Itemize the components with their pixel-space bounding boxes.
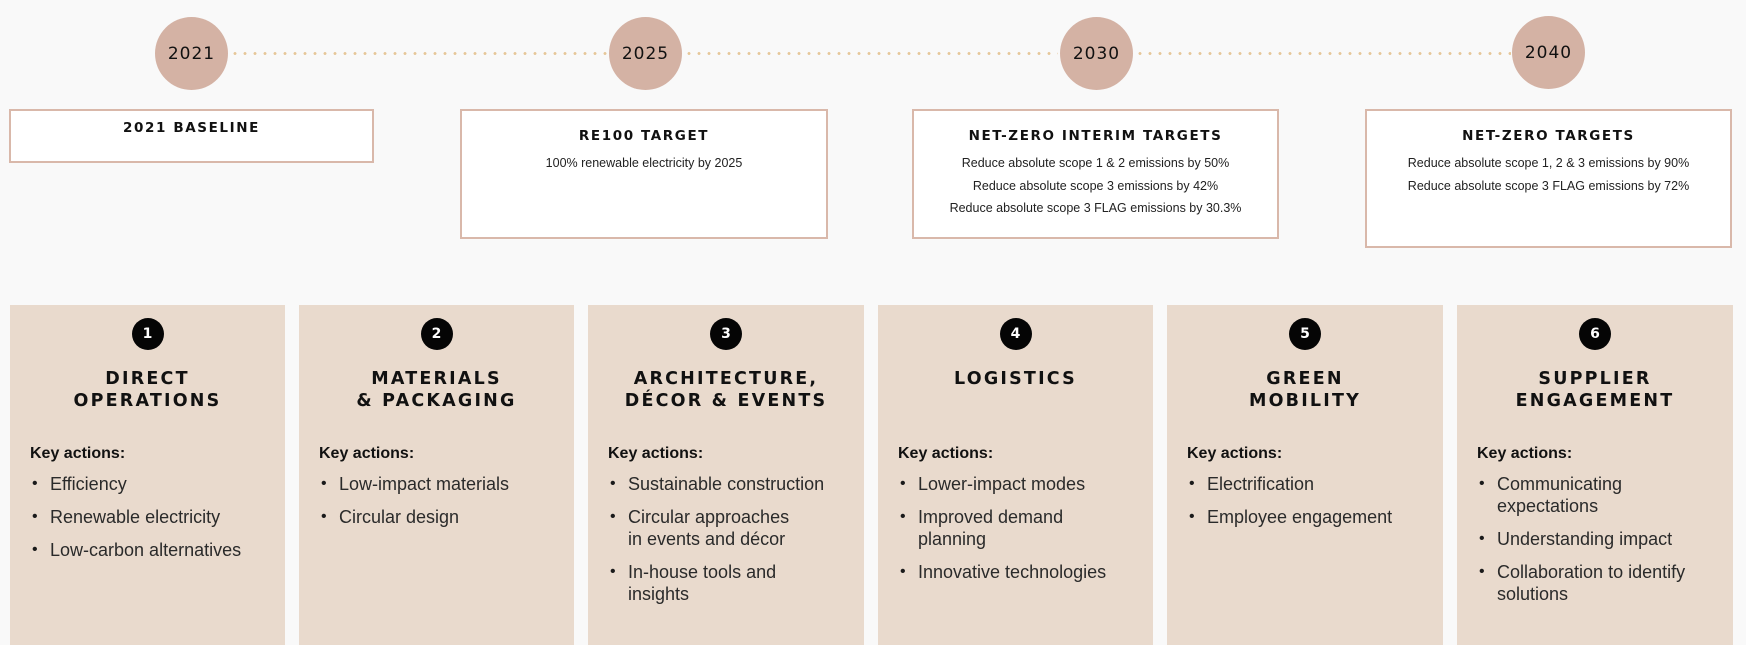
- key-actions-label: Key actions:: [608, 445, 704, 462]
- timeline-connector: [1135, 52, 1511, 55]
- key-actions-label: Key actions:: [1477, 445, 1573, 462]
- timeline-connector: [230, 52, 608, 55]
- target-title: NET-ZERO INTERIM TARGETS: [968, 128, 1223, 144]
- target-line: Reduce absolute scope 3 FLAG emissions b…: [949, 201, 1242, 215]
- pillar-title-line: ENGAGEMENT: [1515, 391, 1675, 411]
- list-item: •Employee engagement: [1189, 507, 1393, 527]
- year-marker-2025: 2025: [609, 17, 682, 90]
- pillar-title: DIRECT OPERATIONS: [10, 368, 285, 412]
- number-badge: 5: [1289, 318, 1321, 350]
- key-actions-label: Key actions:: [319, 445, 415, 462]
- bullet-icon: •: [900, 563, 906, 580]
- target-line: 100% renewable electricity by 2025: [545, 156, 743, 170]
- pillar-card-logistics: 4 LOGISTICS Key actions: •Lower-impact m…: [878, 305, 1153, 645]
- pillar-title-line: OPERATIONS: [73, 391, 222, 411]
- key-actions-list: •Efficiency •Renewable electricity •Low-…: [30, 473, 275, 572]
- pillar-title-line: MATERIALS: [371, 369, 502, 389]
- target-box-2040: NET-ZERO TARGETS Reduce absolute scope 1…: [1365, 109, 1732, 248]
- year-marker-2030: 2030: [1060, 17, 1133, 90]
- target-box-2025: RE100 TARGET 100% renewable electricity …: [460, 109, 828, 239]
- list-item: •Sustainable construction: [610, 474, 825, 494]
- list-item: •Electrification: [1189, 474, 1315, 494]
- pillar-card-direct-operations: 1 DIRECT OPERATIONS Key actions: •Effici…: [10, 305, 285, 645]
- number-badge: 2: [420, 318, 453, 350]
- list-item: •Low-carbon alternatives: [32, 540, 242, 560]
- list-item: •Efficiency: [32, 474, 127, 494]
- target-title: RE100 TARGET: [578, 128, 710, 144]
- target-line: Reduce absolute scope 1, 2 & 3 emissions…: [1407, 156, 1690, 170]
- year-marker-2021: 2021: [155, 17, 228, 90]
- target-box-2030: NET-ZERO INTERIM TARGETS Reduce absolute…: [912, 109, 1279, 239]
- year-marker-2040: 2040: [1512, 16, 1585, 89]
- list-item: •Circular design: [321, 507, 460, 527]
- bullet-icon: •: [321, 475, 327, 492]
- pillar-title-line: SUPPLIER: [1538, 369, 1652, 389]
- bullet-icon: •: [32, 508, 38, 525]
- pillar-title: SUPPLIER ENGAGEMENT: [1457, 368, 1733, 412]
- pillar-title-line: ARCHITECTURE,: [633, 369, 819, 389]
- number-badge: 6: [1579, 318, 1611, 350]
- bullet-icon: •: [321, 508, 327, 525]
- list-item: •Renewable electricity: [32, 507, 221, 527]
- number-badge: 3: [710, 318, 742, 350]
- list-item: •Low-impact materials: [321, 474, 510, 494]
- bullet-icon: •: [900, 508, 906, 525]
- key-actions-list: •Low-impact materials •Circular design: [319, 473, 564, 539]
- pillar-card-green-mobility: 5 GREEN MOBILITY Key actions: •Electrifi…: [1167, 305, 1443, 645]
- bullet-icon: •: [1189, 508, 1195, 525]
- key-actions-label: Key actions:: [30, 445, 126, 462]
- list-item: •Understanding impact: [1479, 529, 1673, 549]
- target-line: Reduce absolute scope 1 & 2 emissions by…: [961, 156, 1230, 170]
- target-title: 2021 BASELINE: [123, 120, 260, 136]
- target-title: NET-ZERO TARGETS: [1462, 128, 1635, 144]
- pillar-title: GREEN MOBILITY: [1167, 368, 1443, 412]
- key-actions-list: •Electrification •Employee engagement: [1187, 473, 1433, 539]
- number-badge: 4: [999, 318, 1032, 350]
- pillar-title-line: GREEN: [1266, 369, 1344, 389]
- pillar-title-line: DÉCOR & EVENTS: [624, 391, 828, 411]
- pillar-title-line: MOBILITY: [1248, 391, 1361, 411]
- bullet-icon: •: [1479, 475, 1485, 492]
- pillar-card-supplier-engagement: 6 SUPPLIER ENGAGEMENT Key actions: •Comm…: [1457, 305, 1733, 645]
- pillar-title: MATERIALS & PACKAGING: [299, 368, 574, 412]
- key-actions-list: •Sustainable construction •Circular appr…: [608, 473, 854, 616]
- key-actions-label: Key actions:: [898, 445, 994, 462]
- bullet-icon: •: [32, 541, 38, 558]
- pillar-title: LOGISTICS: [878, 368, 1153, 390]
- list-item: •Lower-impact modes: [900, 474, 1086, 494]
- key-actions-label: Key actions:: [1187, 445, 1283, 462]
- bullet-icon: •: [900, 475, 906, 492]
- pillar-title-line: DIRECT: [105, 369, 190, 389]
- bullet-icon: •: [1189, 475, 1195, 492]
- bullet-icon: •: [610, 508, 616, 525]
- bullet-icon: •: [1479, 530, 1485, 547]
- number-badge: 1: [131, 318, 164, 350]
- bullet-icon: •: [1479, 563, 1485, 580]
- pillar-card-materials-packaging: 2 MATERIALS & PACKAGING Key actions: •Lo…: [299, 305, 574, 645]
- target-line: Reduce absolute scope 3 emissions by 42%: [972, 178, 1219, 193]
- pillar-title: ARCHITECTURE, DÉCOR & EVENTS: [588, 368, 864, 412]
- target-box-2021: 2021 BASELINE: [9, 109, 374, 163]
- list-item: •Innovative technologies: [900, 562, 1107, 582]
- bullet-icon: •: [610, 563, 616, 580]
- target-line: Reduce absolute scope 3 FLAG emissions b…: [1407, 178, 1690, 193]
- pillar-title-line: LOGISTICS: [954, 369, 1077, 389]
- timeline-connector: [684, 52, 1058, 55]
- pillar-title-line: & PACKAGING: [356, 391, 517, 411]
- pillar-card-architecture-decor-events: 3 ARCHITECTURE, DÉCOR & EVENTS Key actio…: [588, 305, 864, 645]
- bullet-icon: •: [32, 475, 38, 492]
- bullet-icon: •: [610, 475, 616, 492]
